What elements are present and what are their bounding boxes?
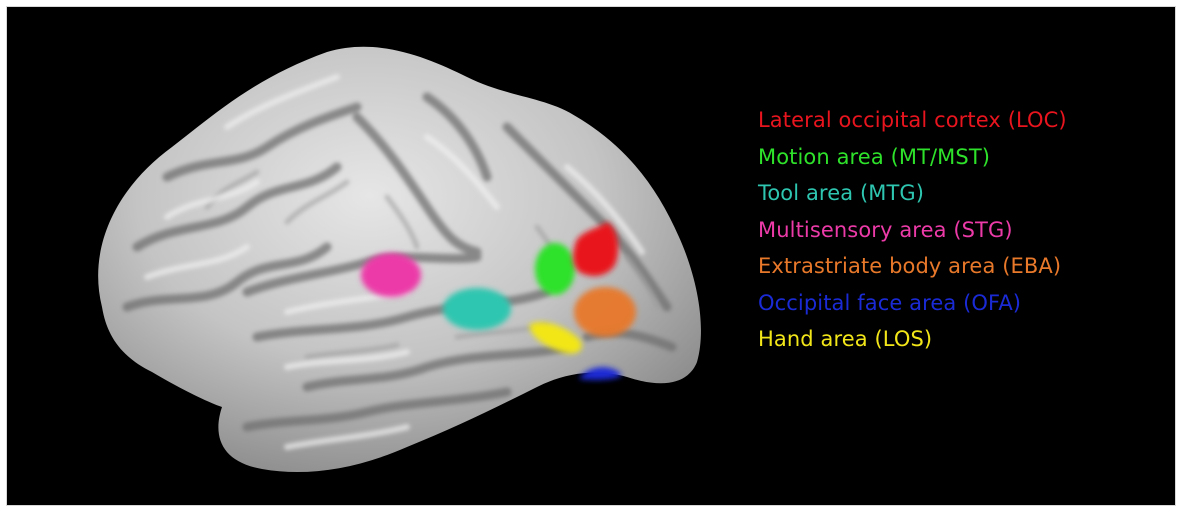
figure-frame: Lateral occipital cortex (LOC) Motion ar… — [6, 6, 1176, 506]
legend-item-mtg: Tool area (MTG) — [758, 175, 1067, 212]
region-mtg — [443, 288, 511, 330]
region-eba — [574, 287, 636, 337]
region-mt — [535, 243, 575, 295]
legend-item-ofa: Occipital face area (OFA) — [758, 285, 1067, 322]
legend-item-mt: Motion area (MT/MST) — [758, 139, 1067, 176]
region-legend: Lateral occipital cortex (LOC) Motion ar… — [758, 102, 1067, 358]
region-stg — [361, 253, 421, 297]
legend-item-loc: Lateral occipital cortex (LOC) — [758, 102, 1067, 139]
legend-item-los: Hand area (LOS) — [758, 321, 1067, 358]
legend-item-eba: Extrastriate body area (EBA) — [758, 248, 1067, 285]
legend-item-stg: Multisensory area (STG) — [758, 212, 1067, 249]
